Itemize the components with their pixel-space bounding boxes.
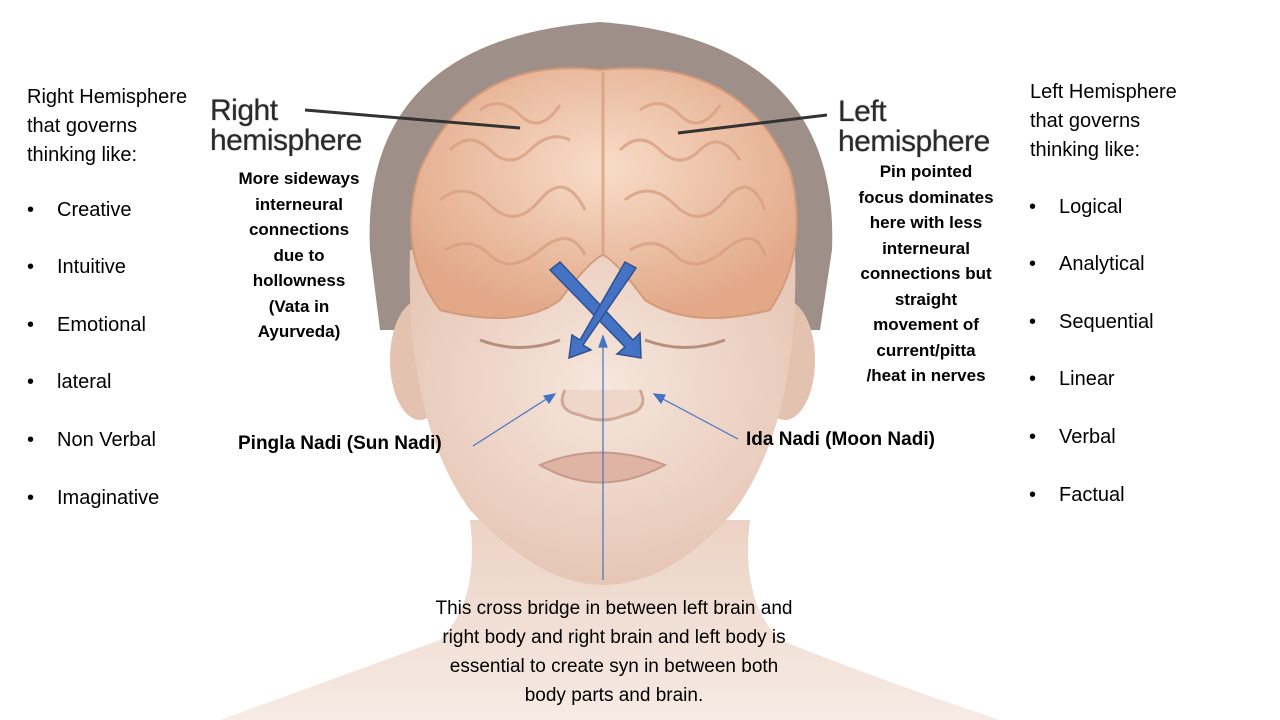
note-line: /heat in nerves (866, 366, 986, 385)
left-hemisphere-label: Left hemisphere (838, 97, 990, 157)
note-line: connections (248, 220, 350, 239)
caption-line: essential to create syn in between both (449, 656, 779, 677)
brain-folds (439, 72, 767, 266)
bullet-icon: • (1029, 196, 1037, 218)
right-eye (644, 338, 726, 349)
right-hemisphere-note: More sideways interneural connections du… (219, 166, 379, 345)
note-line: straight (894, 289, 958, 309)
note-line: interneural (882, 238, 970, 258)
heading-line: that governs (1030, 110, 1141, 132)
list-item-label: Imaginative (57, 487, 160, 509)
cross-arrow-left-down-icon (568, 260, 638, 360)
list-item-label: Creative (57, 199, 132, 221)
caption-line: body parts and brain. (524, 685, 704, 706)
note-line: current/pitta (876, 340, 976, 360)
bullet-icon: • (27, 487, 35, 509)
note-line: hollowness (252, 271, 346, 290)
heading-line: Right Hemisphere (27, 86, 188, 108)
label-line: hemisphere (210, 124, 362, 157)
ida-arrow (660, 397, 739, 440)
pingla-nadi-label: Pingla Nadi (Sun Nadi) (238, 433, 442, 454)
left-eye (479, 338, 561, 349)
note-line: Ayurveda) (257, 322, 341, 341)
bullet-icon: • (27, 199, 35, 221)
list-item-label: Emotional (57, 314, 146, 336)
bullet-icon: • (1029, 426, 1037, 448)
bullet-icon: • (1029, 484, 1037, 506)
caption-line: This cross bridge in between left brain … (435, 598, 793, 619)
note-line: connections but (860, 264, 992, 283)
bullet-icon: • (1029, 253, 1037, 275)
note-line: here with less (869, 213, 983, 232)
bullet-icon: • (1029, 311, 1037, 333)
label-line: hemisphere (838, 125, 990, 158)
pingla-arrowhead-icon (542, 393, 557, 405)
bullet-icon: • (27, 256, 35, 278)
list-item-label: Intuitive (57, 256, 126, 278)
cross-bridge-caption: This cross bridge in between left brain … (384, 594, 844, 710)
heading-line: that governs (27, 115, 138, 137)
heading-line: thinking like: (1030, 139, 1141, 161)
cross-arrow-right-down-icon (548, 260, 642, 359)
note-line: movement of (873, 315, 979, 334)
caption-line: right body and right brain and left body… (442, 627, 786, 648)
bullet-icon: • (27, 371, 35, 393)
bridge-arrowhead-icon (598, 334, 608, 348)
right-panel-heading: Left Hemisphere that governs thinking li… (1030, 78, 1177, 165)
note-line: Pin pointed (879, 162, 973, 181)
list-item-label: Analytical (1059, 253, 1145, 275)
ida-nadi-label: Ida Nadi (Moon Nadi) (746, 429, 935, 450)
list-item-label: Linear (1059, 368, 1115, 390)
left-hemisphere-pointer (677, 113, 828, 135)
label-line: Right (210, 94, 278, 127)
right-hemisphere-pointer (304, 108, 521, 130)
bullet-icon: • (27, 429, 35, 451)
list-item-label: Non Verbal (57, 429, 156, 451)
note-line: focus dominates (858, 187, 994, 207)
neck-shape (220, 520, 1000, 720)
list-item-label: Logical (1059, 196, 1123, 218)
heading-line: Left Hemisphere (1030, 81, 1177, 103)
heading-line: thinking like: (27, 144, 138, 166)
note-line: interneural (255, 194, 343, 214)
pingla-arrow (472, 397, 549, 447)
bullet-icon: • (27, 314, 35, 336)
note-line: (Vata in (268, 296, 330, 316)
note-line: More sideways (238, 169, 360, 188)
list-item-label: Verbal (1059, 426, 1116, 448)
left-panel-heading: Right Hemisphere that governs thinking l… (27, 83, 187, 170)
label-line: Left (838, 95, 887, 128)
ida-arrowhead-icon (652, 393, 666, 405)
left-hemisphere-note: Pin pointed focus dominates here with le… (836, 159, 1016, 389)
list-item-label: lateral (57, 371, 112, 393)
note-line: due to (273, 245, 325, 265)
list-item-label: Sequential (1059, 311, 1154, 333)
right-hemisphere-label: Right hemisphere (210, 96, 362, 156)
list-item-label: Factual (1059, 484, 1125, 506)
bullet-icon: • (1029, 368, 1037, 390)
